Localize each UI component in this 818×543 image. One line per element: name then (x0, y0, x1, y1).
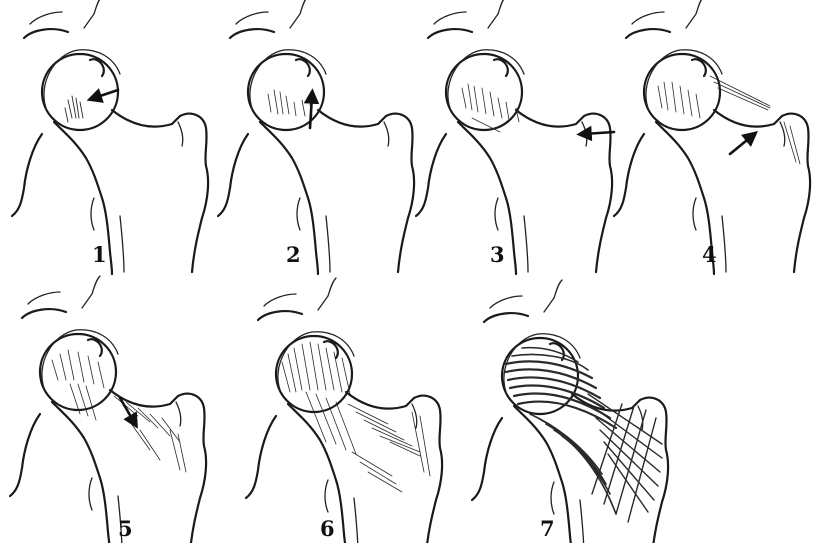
stage-5-femur-drawing (10, 276, 206, 543)
stage-6-shading (282, 342, 430, 492)
stage-label-2: 2 (286, 242, 301, 267)
stage-2-shading (268, 90, 312, 116)
stage-2-arrow-icon (310, 96, 312, 128)
stage-7-femur-drawing (472, 280, 668, 543)
stage-label-1: 1 (92, 242, 107, 267)
stage-7-shading (506, 348, 662, 522)
stage-1-shading (65, 96, 83, 122)
stage-3-femur-drawing (416, 0, 614, 274)
stage-label-7: 7 (540, 516, 555, 541)
stage-2-femur-drawing (218, 0, 414, 274)
stage-label-4: 4 (702, 242, 717, 267)
stage-label-5: 5 (118, 516, 133, 541)
stage-1-arrow-icon (94, 90, 118, 98)
stage-5-shading (52, 350, 186, 472)
stage-4-femur-drawing (614, 0, 810, 274)
stage-6-femur-drawing (246, 278, 442, 543)
stage-4-arrow-icon (730, 136, 752, 154)
stage-1-femur-drawing (12, 0, 208, 274)
stage-3-shading (462, 84, 519, 132)
stage-label-3: 3 (490, 242, 505, 267)
stage-label-6: 6 (320, 516, 335, 541)
